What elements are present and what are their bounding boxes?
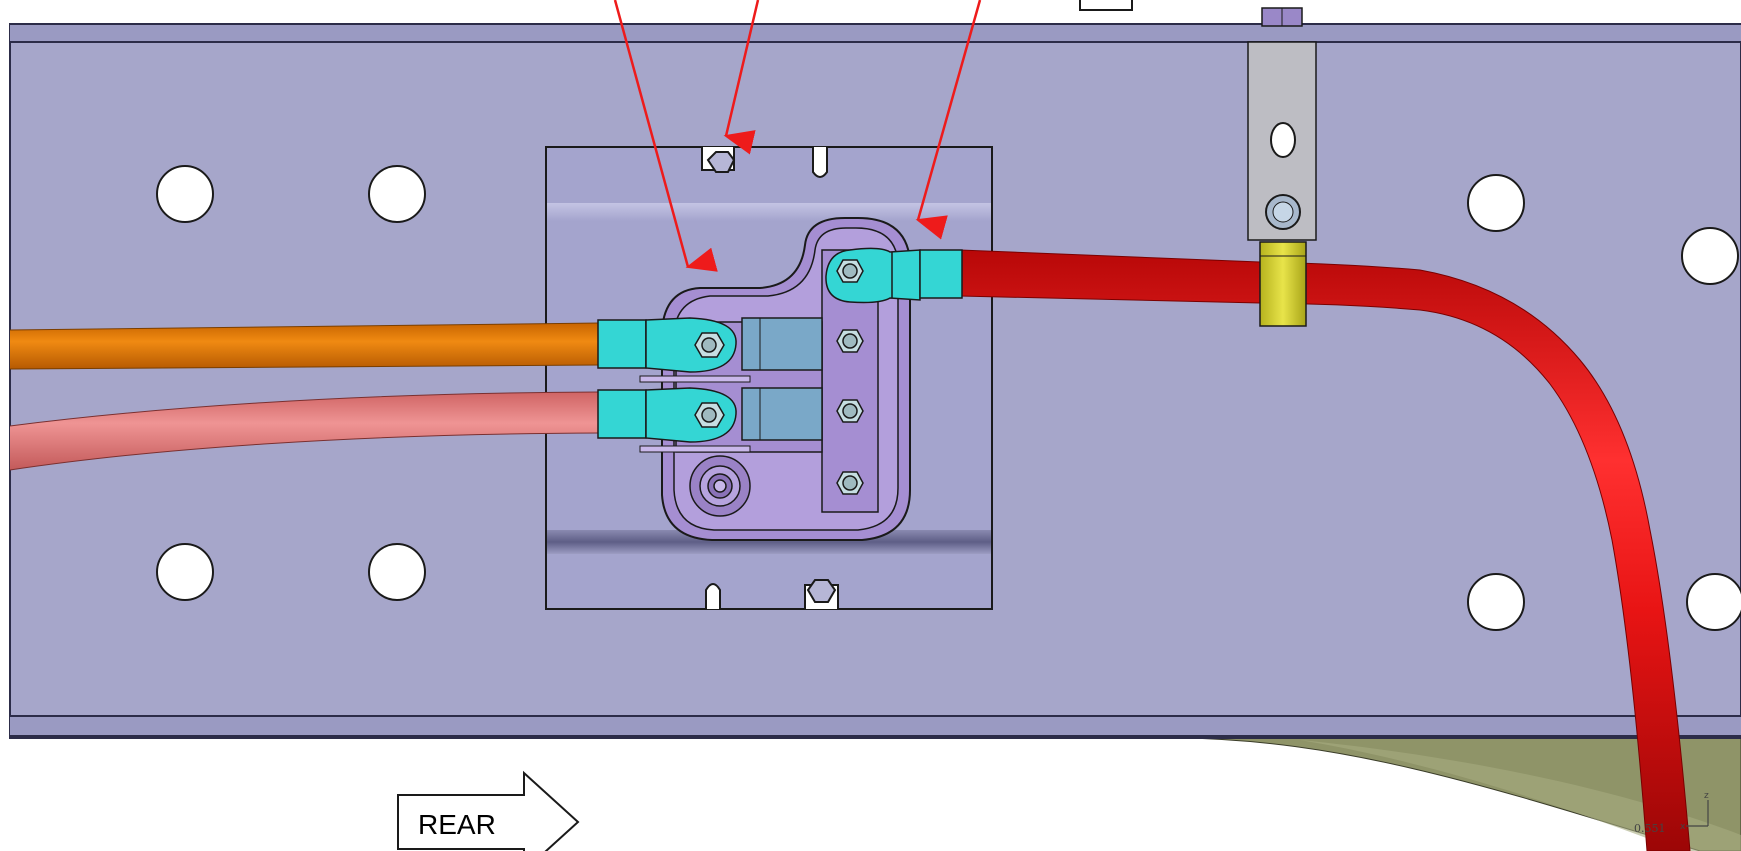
orange-cable [10, 323, 600, 369]
axis-triad: 0.551 x z [1634, 791, 1709, 835]
red-cable-lug [825, 247, 963, 304]
frame-holes [156, 165, 1741, 631]
axis-x-label: x [1680, 822, 1686, 832]
right-arrow-outline-icon [397, 770, 580, 851]
direction-label: REAR [418, 809, 496, 840]
axis-z-label: z [1704, 791, 1709, 801]
frame-hole [1467, 174, 1525, 232]
frame-hole [156, 543, 214, 601]
notch-nut [706, 151, 736, 173]
terminal-nuts [689, 329, 864, 517]
cable-lugs-left [597, 317, 737, 443]
red-cable [959, 249, 1691, 851]
underbody-panel [94, 734, 1741, 851]
callout-arrow [613, 0, 718, 272]
scale-value: 0.551 [1634, 822, 1666, 835]
callout-arrow [915, 0, 982, 240]
frame-hole [1467, 573, 1525, 631]
frame-hole [156, 165, 214, 223]
cable-clamp [1259, 241, 1307, 327]
callout-arrow [723, 0, 760, 155]
callout-box [1079, 0, 1133, 11]
rear-direction-arrow[interactable]: REAR [397, 770, 580, 851]
frame-hole [368, 165, 426, 223]
frame-hole [1686, 573, 1741, 631]
frame-hole [368, 543, 426, 601]
frame-hole [1681, 227, 1739, 285]
pink-cable [10, 392, 600, 470]
callout-arrows [613, 0, 982, 272]
bus-bars [639, 317, 823, 453]
clamp-bracket [1247, 7, 1317, 327]
